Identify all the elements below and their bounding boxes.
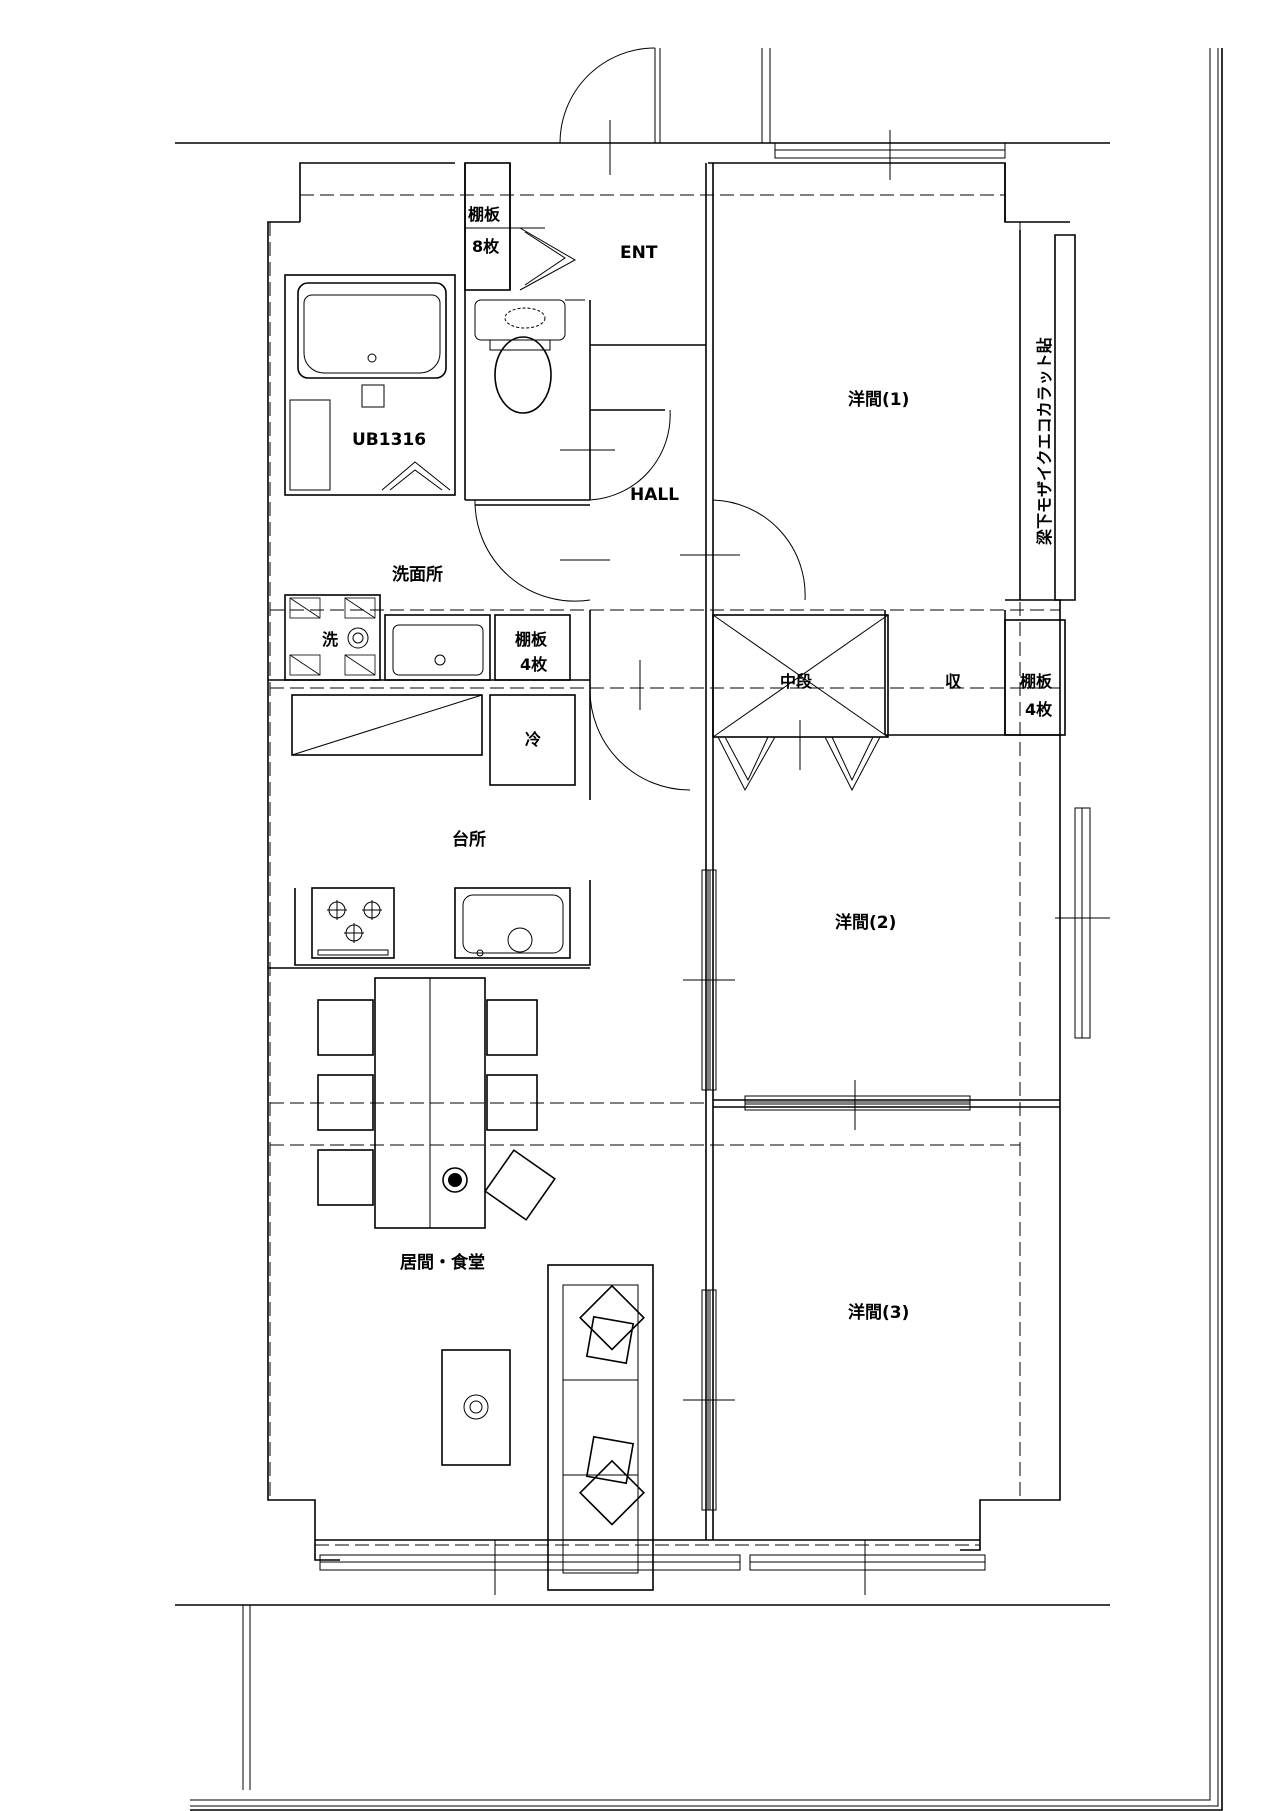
kitchen-counter (291, 694, 483, 756)
washing-machine-label: 洗 (322, 630, 338, 649)
door-swing-icon[interactable] (680, 499, 806, 601)
outer-outline (175, 48, 1223, 1811)
room1-label: 洋間(1) (848, 389, 909, 410)
sofa-icon (547, 1264, 654, 1591)
dining-table-icon (374, 977, 486, 1229)
wash-shelves-label-1: 棚板 (515, 630, 548, 649)
beam-lines (269, 163, 1060, 1546)
room2-label: 洋間(2) (835, 912, 896, 933)
toilet-icon (474, 299, 585, 414)
sliding-door-icon[interactable] (717, 720, 881, 792)
unit-bath-label: UB1316 (352, 430, 426, 450)
sliding-door-icon[interactable] (683, 869, 735, 1511)
kitchen-label: 台所 (452, 829, 486, 850)
interior-walls (268, 163, 1060, 1540)
cushion-icon (579, 1284, 645, 1526)
room3-label: 洋間(3) (848, 1302, 909, 1323)
entrance-shelves-label-1: 棚板 (468, 205, 501, 224)
window-icon (319, 1540, 986, 1595)
wash-shelves-label-2: 4枚 (520, 655, 548, 674)
window-icon (774, 130, 1006, 180)
chair-icon (317, 999, 556, 1221)
washing-machine-icon: 洗 (284, 594, 381, 681)
living-dining-label: 居間・食堂 (400, 1252, 485, 1273)
closet-storage-label: 収 (945, 672, 962, 691)
door-swing-icon[interactable] (589, 660, 691, 791)
sink-icon (384, 614, 491, 681)
closet-shelves-label-1: 棚板 (1020, 672, 1053, 691)
beam-note-panel: 梁下モザイクエコカラット貼 (1035, 234, 1076, 601)
sliding-door-icon[interactable] (744, 1080, 971, 1130)
entrance-shelves-label-2: 8枚 (472, 237, 500, 256)
bathtub-icon (284, 274, 456, 496)
refrigerator-icon: 冷 (489, 694, 576, 786)
entrance-label: ENT (620, 243, 658, 263)
closet-middle-label: 中段 (780, 672, 813, 691)
stove-icon (311, 887, 395, 959)
window-icon (1055, 807, 1110, 1039)
closet: 中段 収 棚板 4枚 (712, 614, 1066, 738)
door-swing-icon[interactable] (474, 499, 610, 602)
entrance-door-icon[interactable] (559, 47, 661, 175)
sink-icon (454, 887, 571, 959)
closet-shelves-label-2: 4枚 (1025, 700, 1053, 719)
beam-note: 梁下モザイクエコカラット貼 (1035, 337, 1054, 546)
coffee-table-icon (441, 1349, 511, 1466)
refrigerator-label: 冷 (525, 730, 541, 749)
entrance-shoe-cabinet: 棚板 8枚 (464, 162, 577, 291)
wash-shelves: 棚板 4枚 (494, 614, 571, 681)
hall-label: HALL (630, 485, 679, 505)
washroom-label: 洗面所 (392, 564, 443, 585)
door-swing-icon[interactable] (560, 409, 671, 501)
